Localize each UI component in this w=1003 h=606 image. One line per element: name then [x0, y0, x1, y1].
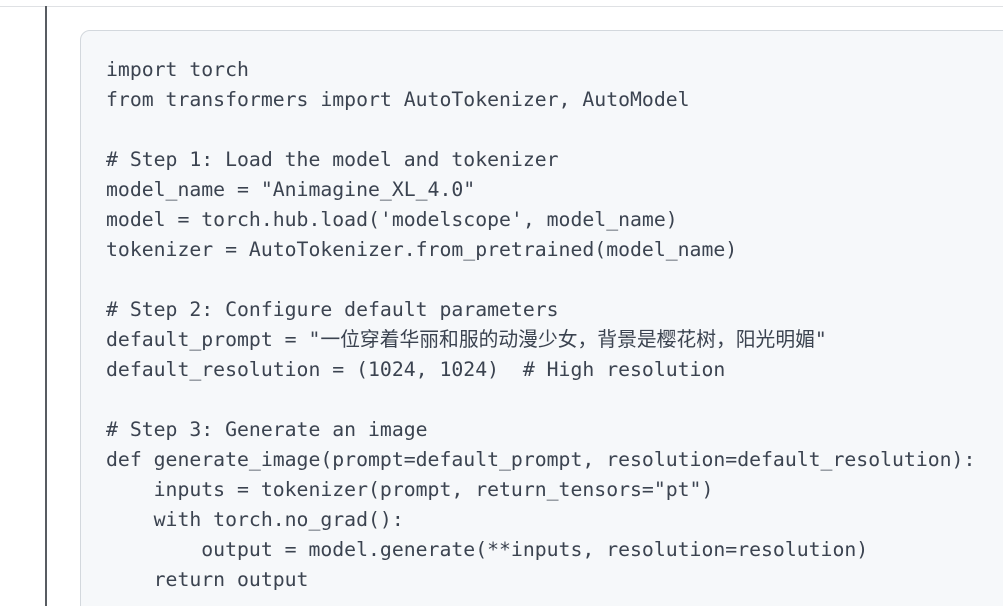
code-line: default_prompt = "一位穿着华丽和服的动漫少女，背景是樱花树，阳…	[106, 328, 827, 351]
code-line	[106, 385, 1003, 415]
code-line: inputs = tokenizer(prompt, return_tensor…	[106, 478, 714, 501]
code-line: model_name = "Animagine_XL_4.0"	[106, 178, 476, 201]
code-line: # Step 1: Load the model and tokenizer	[106, 148, 559, 171]
code-line: with torch.no_grad():	[106, 508, 404, 531]
code-line: def generate_image(prompt=default_prompt…	[106, 448, 976, 471]
code-line: # Step 2: Configure default parameters	[106, 298, 559, 321]
left-panel-divider	[45, 6, 47, 606]
code-line: model = torch.hub.load('modelscope', mod…	[106, 208, 678, 231]
code-line: # Step 3: Generate an image	[106, 418, 428, 441]
code-line: from transformers import AutoTokenizer, …	[106, 88, 690, 111]
code-block: import torch from transformers import Au…	[80, 30, 1003, 606]
code-line	[106, 265, 1003, 295]
top-divider	[0, 6, 1003, 7]
code-line: output = model.generate(**inputs, resolu…	[106, 538, 869, 561]
code-line	[106, 115, 1003, 145]
code-line: return output	[106, 568, 309, 591]
code-line: default_resolution = (1024, 1024) # High…	[106, 358, 726, 381]
code-line: import torch	[106, 58, 249, 81]
code-line: tokenizer = AutoTokenizer.from_pretraine…	[106, 238, 738, 261]
